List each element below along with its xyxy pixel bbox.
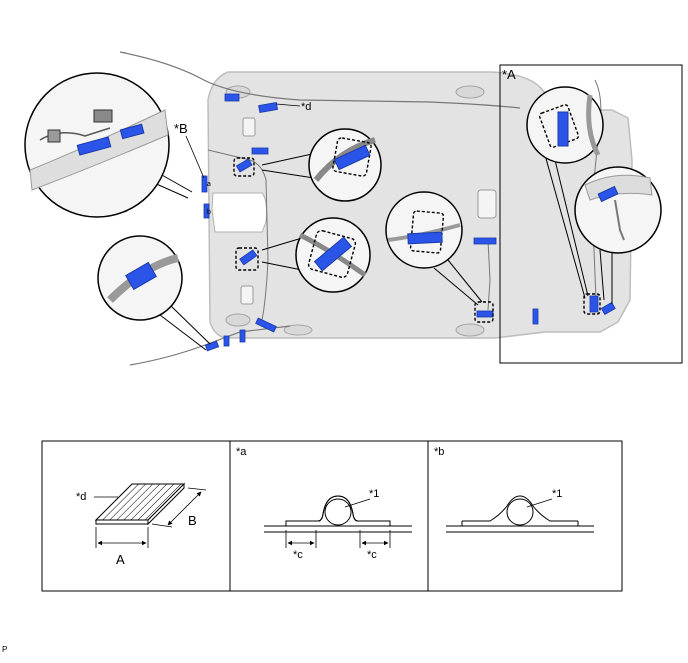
tape-group [201, 93, 616, 352]
legend-a-1-label: *1 [369, 488, 379, 500]
callout-a-small: a [207, 181, 211, 188]
legend-a-title: *a [236, 446, 247, 458]
detail-circle-top-left [24, 72, 193, 218]
target-boxes [233, 157, 601, 323]
detail-circle-a-bottom [574, 166, 662, 304]
tape-mark [201, 175, 208, 193]
figure-id: P [2, 645, 8, 654]
tape-mark [255, 317, 277, 333]
tape-mark [239, 329, 246, 343]
tape-mark [223, 335, 230, 347]
tape-mark [251, 147, 269, 155]
tape-mark [239, 249, 258, 266]
callout-labels: *A *B *d a b [174, 67, 516, 216]
callout-d-label: *d [301, 101, 311, 113]
legend: A B *d *a *1 *c [41, 440, 623, 592]
area-a-frame [499, 64, 683, 364]
tape-mark [532, 308, 539, 325]
legend-b-1-label: *1 [552, 488, 562, 500]
legend-panel-tape-size: A B *d [76, 482, 207, 567]
legend-c-right: *c [367, 549, 377, 561]
callout-b-label: *B [174, 121, 188, 136]
tape-mark [473, 237, 497, 245]
callout-a-label: *A [502, 67, 516, 82]
dim-a-label: A [116, 552, 125, 567]
detail-circle-mid-top [261, 128, 382, 202]
tape-mark [589, 295, 599, 313]
tape-mark [235, 158, 253, 173]
detail-circle-mid-low [261, 217, 371, 293]
callout-b-small: b [207, 209, 211, 216]
detail-circle-right-center [385, 191, 483, 306]
legend-c-left: *c [293, 549, 303, 561]
legend-d-label: *d [76, 491, 86, 503]
tape-mark [204, 340, 220, 352]
tape-mark [476, 310, 494, 318]
tape-mark [600, 301, 616, 316]
tape-mark [258, 102, 279, 113]
tape-mark [224, 93, 240, 102]
detail-circle-a-top [526, 86, 604, 299]
detail-circle-bottom-left [97, 235, 211, 351]
tape-mark [203, 203, 210, 219]
legend-panel-a: *a *1 *c *c [236, 446, 412, 561]
legend-b-title: *b [434, 446, 444, 458]
dim-b-label: B [188, 513, 197, 528]
legend-panel-b: *b *1 [434, 446, 594, 533]
